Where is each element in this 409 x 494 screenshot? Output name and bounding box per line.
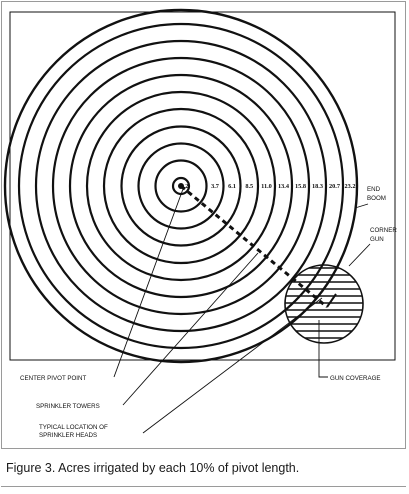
label-corner-gun-2: GUN bbox=[370, 236, 384, 243]
ring-2 bbox=[154, 159, 208, 213]
pivot-irrigation-diagram: 1.2 3.7 6.1 8.5 11.0 13.4 15.8 18.3 20.7 23.2 END… bbox=[3, 8, 397, 439]
ring-6 bbox=[85, 90, 277, 282]
ring-7 bbox=[68, 73, 294, 299]
label-end-boom-2: BOOM bbox=[367, 195, 386, 202]
ring-10 bbox=[17, 22, 345, 350]
ring-8 bbox=[51, 56, 311, 316]
end-boom bbox=[326, 293, 337, 308]
ring-label-10: 23.2 bbox=[344, 183, 355, 190]
ring-acre-labels: 1.2 3.7 6.1 8.5 11.0 13.4 15.8 18.3 20.7 23.2 bbox=[181, 183, 356, 190]
ring-3 bbox=[137, 142, 225, 230]
leader-lines bbox=[113, 188, 371, 434]
leader-sprinkler-towers bbox=[122, 252, 259, 406]
ring-label-9: 20.7 bbox=[329, 183, 340, 190]
ring-label-8: 18.3 bbox=[312, 183, 323, 190]
irrigation-rings bbox=[3, 8, 359, 364]
pivot-arm bbox=[180, 184, 328, 309]
ring-label-2: 3.7 bbox=[211, 183, 219, 190]
ring-label-4: 8.5 bbox=[245, 183, 253, 190]
caption-divider bbox=[1, 486, 406, 487]
leader-gun-coverage bbox=[318, 320, 328, 378]
leader-corner-gun bbox=[348, 243, 371, 267]
ring-label-6: 13.4 bbox=[278, 183, 290, 190]
ring-label-1: 1.2 bbox=[181, 183, 189, 190]
leader-center-pivot bbox=[113, 188, 184, 378]
leader-end-boom bbox=[354, 203, 369, 209]
label-sprinkler-towers: SPRINKLER TOWERS bbox=[36, 403, 100, 410]
ring-9 bbox=[34, 39, 328, 333]
label-end-boom-1: END bbox=[367, 186, 381, 193]
label-center-pivot-point: CENTER PIVOT POINT bbox=[20, 375, 86, 382]
label-typical-location-1: TYPICAL LOCATION OF bbox=[39, 424, 108, 431]
ring-label-5: 11.0 bbox=[261, 183, 272, 190]
leader-sprinkler-heads bbox=[142, 297, 323, 434]
ring-11 bbox=[3, 8, 359, 364]
ring-4 bbox=[120, 125, 242, 247]
center-pivot-point-marker bbox=[178, 183, 184, 189]
gun-coverage-area bbox=[284, 264, 364, 344]
ring-label-3: 6.1 bbox=[228, 183, 236, 190]
label-typical-location-2: SPRINKLER HEADS bbox=[39, 432, 97, 439]
label-gun-coverage: GUN COVERAGE bbox=[330, 375, 381, 382]
ring-5 bbox=[102, 107, 260, 265]
figure-caption: Figure 3. Acres irrigated by each 10% of… bbox=[6, 461, 300, 475]
ring-label-7: 15.8 bbox=[295, 183, 306, 190]
label-corner-gun-1: CORNER bbox=[370, 227, 397, 234]
